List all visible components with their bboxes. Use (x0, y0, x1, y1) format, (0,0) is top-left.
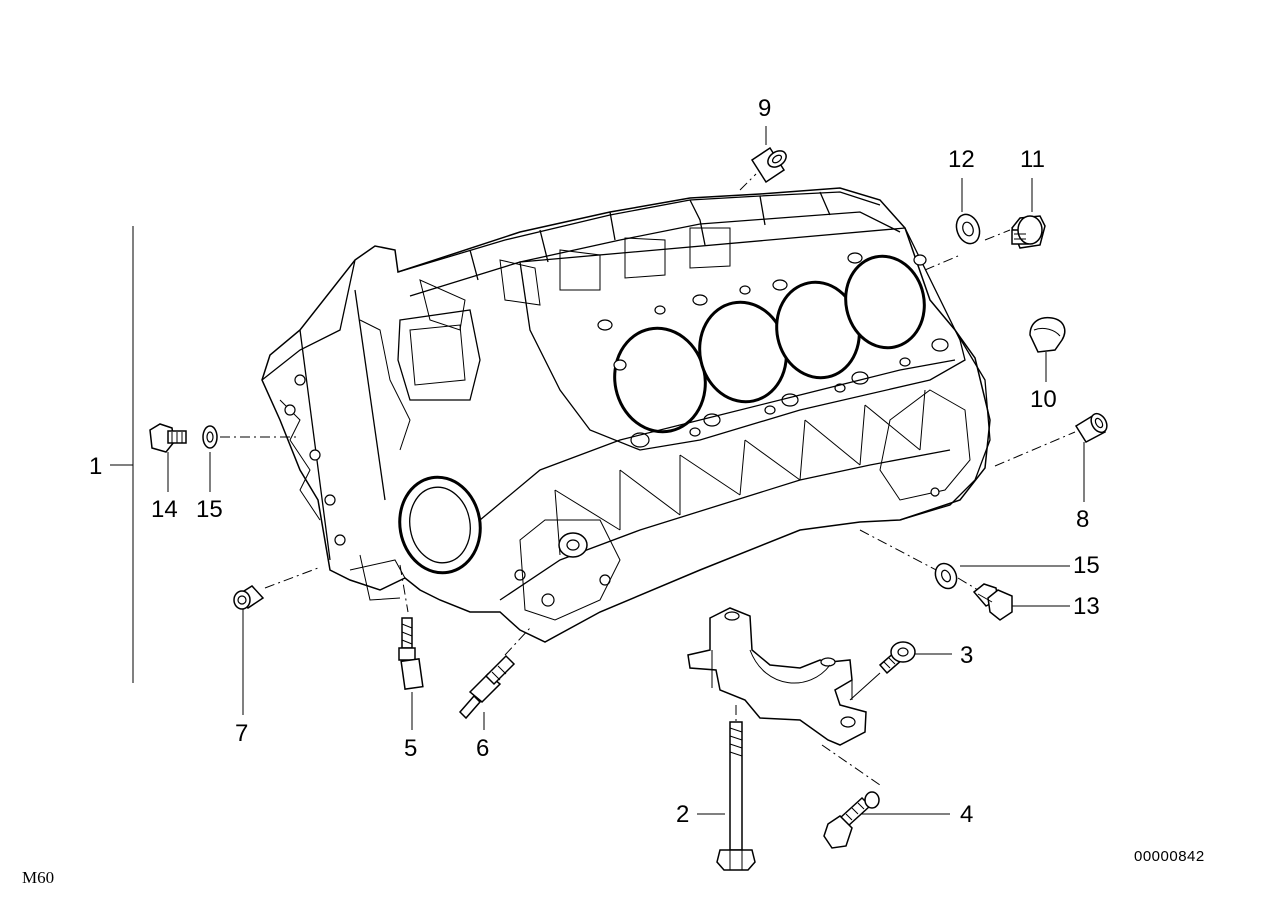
part-13-screw-plug (972, 583, 1013, 621)
callout-13: 13 (1073, 593, 1100, 620)
part-9-dowel (750, 146, 787, 184)
part-10-cap (1029, 316, 1066, 353)
part-11-screw-plug (1011, 215, 1046, 249)
part-15-washer-right (934, 562, 958, 590)
part-2-stud-bolt (716, 721, 756, 871)
callout-10: 10 (1030, 386, 1057, 413)
part-15-washer-left (202, 425, 218, 449)
part-bearing-cap (687, 607, 867, 746)
callout-2: 2 (676, 801, 689, 828)
callout-1: 1 (89, 453, 102, 480)
part-14-screw-plug (149, 423, 187, 453)
callout-3: 3 (960, 642, 973, 669)
figure-number: 00000842 (1134, 848, 1205, 865)
callout-5: 5 (404, 735, 417, 762)
part-6-sensor-bolt (458, 654, 516, 720)
deck-holes (597, 252, 949, 448)
callout-4: 4 (960, 801, 973, 828)
callout-7: 7 (235, 720, 248, 747)
part-4-bolt (823, 791, 880, 849)
model-label: M60 (22, 868, 55, 887)
callout-6: 6 (476, 735, 489, 762)
callout-9: 9 (758, 95, 771, 122)
part-7-dowel-sleeve (233, 585, 265, 610)
part-12-sealing-ring (955, 213, 981, 245)
callout-11: 11 (1020, 146, 1045, 173)
callout-8: 8 (1076, 506, 1089, 533)
callout-labels: 1 2 3 4 5 6 7 8 9 10 11 12 13 14 15 15 (89, 95, 1100, 828)
leader-lines (110, 126, 1085, 815)
engine-block (261, 187, 991, 643)
part-5-stud (398, 617, 424, 690)
part-8-sleeve (1074, 412, 1108, 443)
part-3-bolt (878, 641, 916, 675)
callout-15-left: 15 (196, 496, 223, 523)
callout-14: 14 (151, 496, 178, 523)
callout-12: 12 (948, 146, 975, 173)
callout-15-right: 15 (1073, 552, 1100, 579)
